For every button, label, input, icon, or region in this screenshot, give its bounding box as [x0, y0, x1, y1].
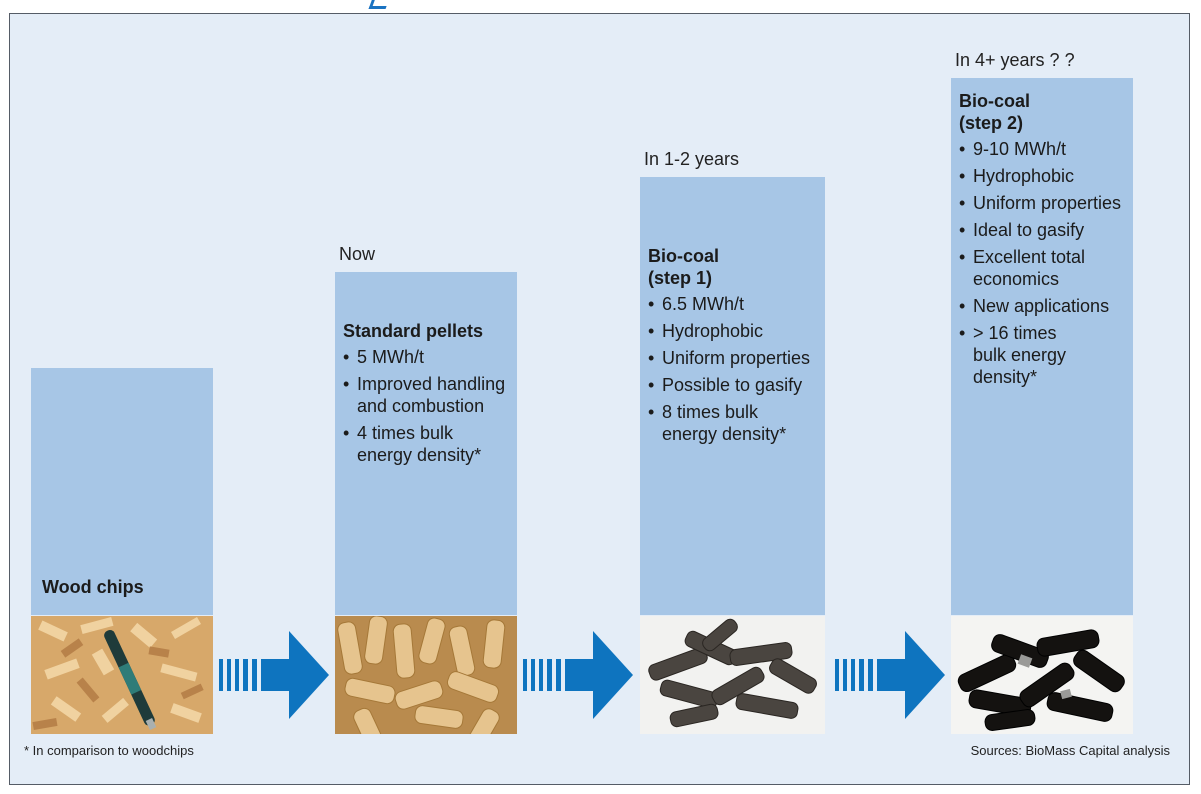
bullet-item: 8 times bulk energy density* — [648, 401, 817, 445]
bullet-item: Uniform properties — [959, 192, 1125, 214]
standard-pellets-box: Standard pellets 5 MWh/t Improved handli… — [335, 272, 517, 615]
title-fragment — [368, 0, 393, 9]
stage-title: Wood chips — [42, 577, 144, 597]
bullet-item: Hydrophobic — [959, 165, 1125, 187]
source-note: Sources: BioMass Capital analysis — [970, 743, 1170, 758]
wood-chips-box: Wood chips — [31, 368, 213, 615]
bullet-list: 6.5 MWh/t Hydrophobic Uniform properties… — [648, 293, 817, 445]
bullet-item: 4 times bulk energy density* — [343, 422, 509, 466]
stage-title: Bio-coal (step 1) — [648, 246, 720, 288]
bio-coal-step2-box: Bio-coal (step 2) 9-10 MWh/t Hydrophobic… — [951, 78, 1133, 615]
bullet-item: Ideal to gasify — [959, 219, 1125, 241]
time-label-4-plus-years: In 4+ years ? ? — [955, 50, 1075, 70]
time-label-now: Now — [339, 244, 376, 264]
bio-coal-step1-photo — [640, 616, 825, 734]
bullet-item: Improved handling and combustion — [343, 373, 509, 417]
stage-title: Bio-coal (step 2) — [959, 91, 1031, 133]
footnote: * In comparison to woodchips — [24, 743, 194, 758]
bullet-list: 9-10 MWh/t Hydrophobic Uniform propertie… — [959, 138, 1125, 388]
time-label-1-2-years: In 1-2 years — [644, 149, 740, 169]
bullet-item: 5 MWh/t — [343, 346, 509, 368]
bio-coal-step2-photo — [951, 616, 1133, 734]
diagram-panel: Wood chips — [9, 13, 1190, 785]
bullet-item: Excellent total economics — [959, 246, 1125, 290]
bio-coal-step1-box: Bio-coal (step 1) 6.5 MWh/t Hydrophobic … — [640, 177, 825, 615]
bullet-item: Possible to gasify — [648, 374, 817, 396]
bullet-list: 5 MWh/t Improved handling and combustion… — [343, 346, 509, 466]
wood-chips-photo — [31, 616, 213, 734]
arrow-2-icon — [523, 631, 633, 719]
arrow-3-icon — [835, 631, 945, 719]
bullet-item: 9-10 MWh/t — [959, 138, 1125, 160]
bullet-item: Hydrophobic — [648, 320, 817, 342]
stage-title: Standard pellets — [343, 321, 484, 341]
bullet-item: > 16 times bulk energy density* — [959, 322, 1073, 388]
bullet-item: New applications — [959, 295, 1125, 317]
wood-pellets-photo — [335, 616, 517, 734]
bullet-item: 6.5 MWh/t — [648, 293, 817, 315]
arrow-1-icon — [219, 631, 329, 719]
bullet-item: Uniform properties — [648, 347, 817, 369]
